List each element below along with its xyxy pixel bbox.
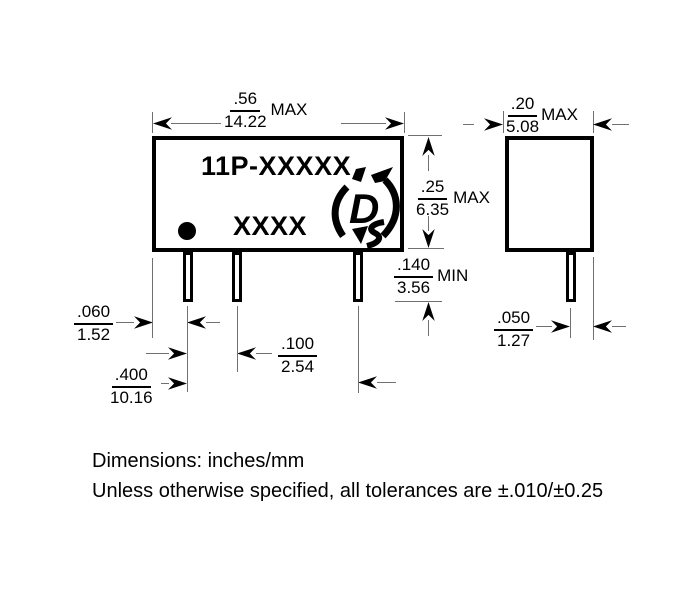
dim-mm: 1.52	[77, 324, 111, 344]
dim-label-body-height: .25 6.35 MAX	[416, 177, 490, 219]
dim-inches: .20	[507, 94, 538, 117]
dim-label-pin1-edge-offset: .060 1.52	[74, 302, 114, 344]
logo-left-arc	[331, 184, 350, 239]
side-pin-extension-line	[570, 308, 571, 338]
leader-line	[116, 322, 134, 323]
pin2-extension-line	[237, 306, 238, 372]
dim-qualifier: MIN	[437, 266, 469, 286]
side-pin	[566, 252, 576, 302]
leader-line	[463, 124, 474, 125]
dim-mm: 14.22	[224, 111, 267, 131]
body-edge-extension-line	[152, 258, 153, 338]
dim-mm: 3.56	[397, 277, 431, 297]
logo-swoosh	[366, 219, 385, 249]
logo-letter: D	[349, 185, 379, 232]
note-units: Dimensions: inches/mm	[92, 450, 305, 472]
dim-inches: .100	[278, 334, 318, 357]
dim-mm: 5.08	[506, 116, 540, 136]
dimension-line	[428, 155, 429, 171]
dim-inches: .25	[417, 177, 448, 200]
date-code-marking: XXXX	[233, 211, 308, 241]
dim-qualifier: MAX	[541, 105, 578, 125]
leader-line	[612, 124, 629, 125]
extension-line	[408, 135, 442, 136]
pin-3	[353, 252, 363, 302]
side-body-outline	[505, 136, 594, 252]
dim-inches: .060	[74, 302, 114, 325]
dim-inches: .56	[230, 89, 261, 112]
dim-label-pin-span: .400 10.16	[110, 365, 153, 407]
pin-1	[183, 252, 193, 302]
dim-mm: 10.16	[110, 387, 153, 407]
leader-line	[377, 382, 396, 383]
manufacturer-logo-icon: D	[331, 167, 400, 249]
extension-line	[404, 112, 405, 133]
leader-line	[161, 383, 169, 384]
logo-top-right-mark	[371, 167, 393, 183]
dimension-line	[428, 320, 429, 336]
dim-qualifier: MAX	[453, 188, 490, 208]
extension-line	[408, 248, 444, 249]
logo-right-arc	[380, 177, 400, 239]
pin-2	[232, 252, 242, 302]
part-number-marking: 11P-XXXXX	[201, 151, 352, 181]
side-body-edge-extension-line	[593, 257, 594, 340]
pin3-extension-line	[358, 306, 359, 393]
dim-label-body-depth: .20 5.08 MAX	[506, 94, 578, 136]
leader-line	[206, 322, 220, 323]
logo-top-left-mark	[352, 167, 366, 182]
extension-line	[593, 111, 594, 133]
dim-inches: .140	[394, 255, 434, 278]
leader-line	[536, 326, 552, 327]
dimension-line	[171, 123, 221, 124]
pin1-indicator-dot	[178, 222, 196, 240]
dim-mm: 1.27	[497, 330, 531, 350]
pin1-extension-line	[187, 306, 188, 392]
extension-line	[503, 111, 504, 133]
dim-label-side-pin-offset: .050 1.27	[494, 308, 534, 350]
dim-label-pin-length: .140 3.56 MIN	[394, 255, 469, 297]
logo-bottom-triangle	[352, 226, 368, 244]
dim-mm: 6.35	[416, 199, 450, 219]
extension-line	[152, 112, 153, 133]
leader-line	[612, 326, 626, 327]
dim-inches: .050	[494, 308, 534, 331]
extension-line	[395, 301, 442, 302]
dim-label-body-width: .56 14.22 MAX	[224, 89, 308, 131]
dim-inches: .400	[111, 365, 151, 388]
dimension-line	[428, 216, 429, 231]
note-tolerances: Unless otherwise specified, all toleranc…	[92, 480, 604, 502]
dim-label-pin-pitch: .100 2.54	[278, 334, 318, 376]
dim-mm: 2.54	[281, 356, 315, 376]
leader-line	[146, 353, 169, 354]
leader-line	[256, 353, 272, 354]
dimension-line	[341, 123, 386, 124]
dim-qualifier: MAX	[270, 100, 308, 120]
